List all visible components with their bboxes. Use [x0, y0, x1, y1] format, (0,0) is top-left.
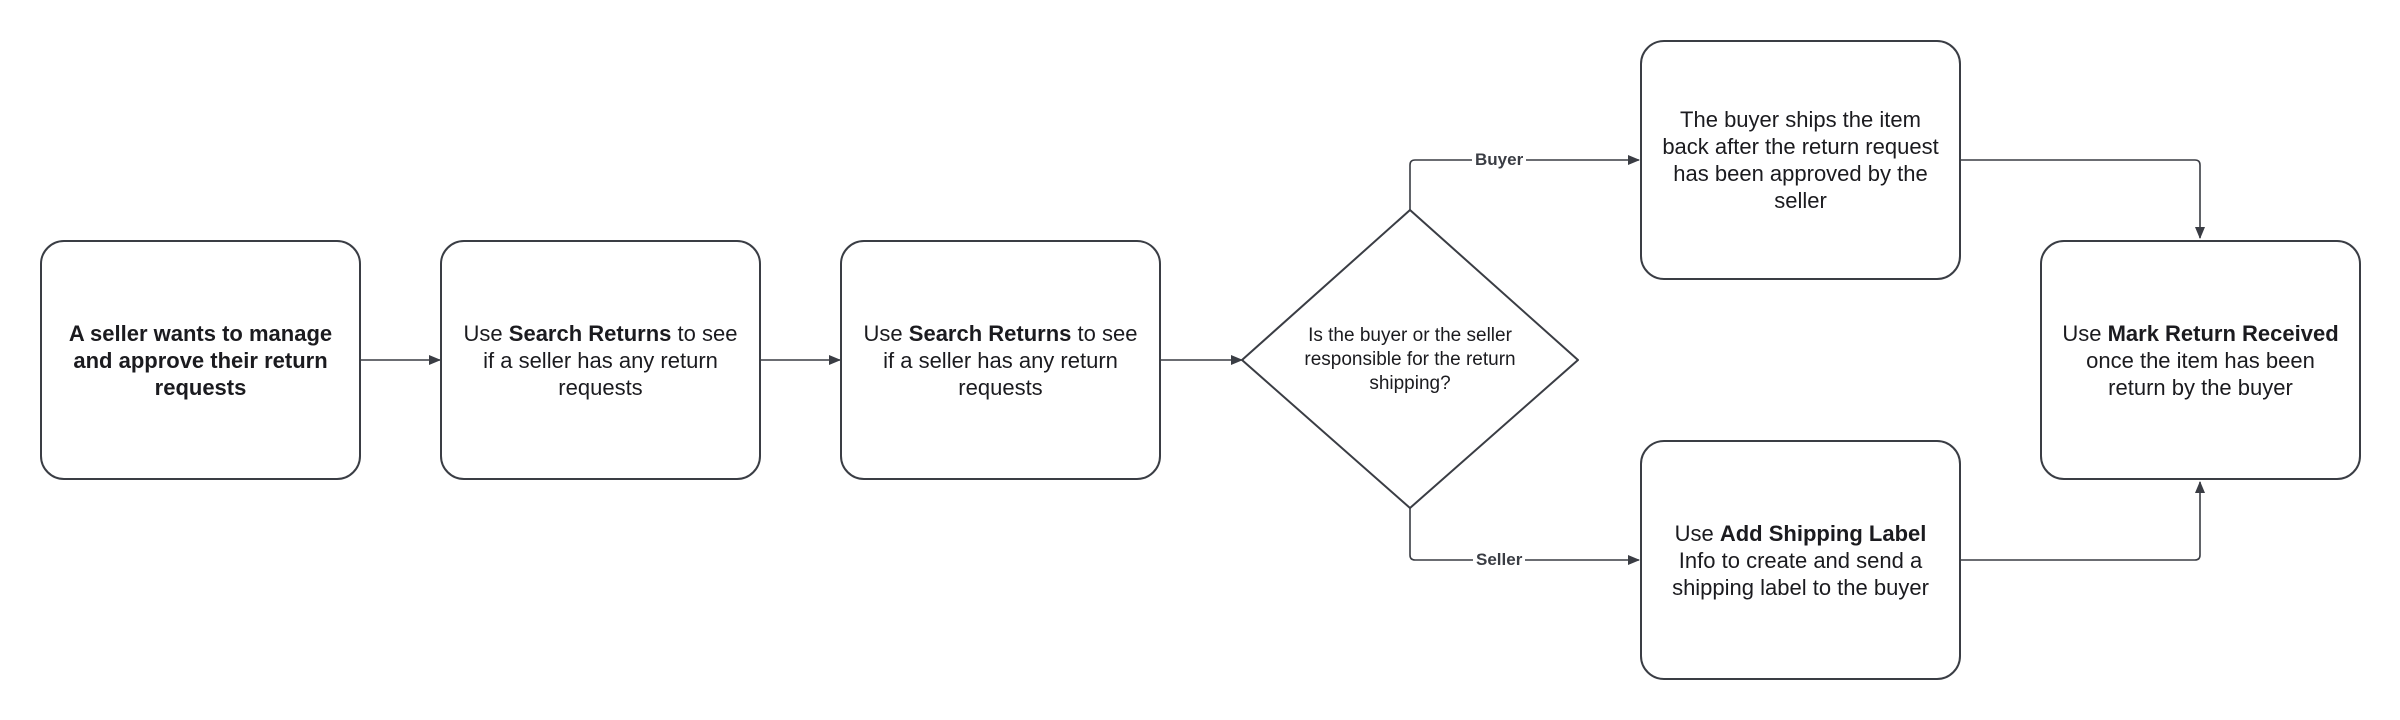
- node-search-returns-2-prefix: Use: [863, 320, 909, 346]
- node-mark-return-received-bold: Mark Return Received: [2107, 320, 2339, 346]
- node-add-shipping-label-suffix: Info to create and send a shipping label…: [1672, 547, 1929, 600]
- node-decision-text: Is the buyer or the seller responsible f…: [1304, 325, 1516, 394]
- edge-label-seller: Seller: [1473, 550, 1526, 570]
- node-buyer-ships: The buyer ships the item back after the …: [1640, 40, 1961, 280]
- node-add-shipping-label: Use Add Shipping Label Info to create an…: [1640, 440, 1961, 680]
- node-search-returns-2-bold: Search Returns: [908, 320, 1072, 346]
- node-add-shipping-label-prefix: Use: [1674, 520, 1720, 546]
- edge-decision-to-buyer-ships: [1409, 155, 1640, 210]
- node-mark-return-received-text: Use Mark Return Received once the item h…: [2060, 320, 2341, 401]
- node-mark-return-received-suffix: once the item has been return by the buy…: [2086, 347, 2315, 400]
- node-start: A seller wants to manage and approve the…: [40, 240, 361, 480]
- node-mark-return-received-prefix: Use: [2062, 320, 2108, 346]
- edge-buyer-ships-to-mark-received: [1961, 159, 2205, 239]
- node-add-shipping-label-text: Use Add Shipping Label Info to create an…: [1660, 520, 1941, 601]
- edge-label-buyer: Buyer: [1472, 150, 1527, 170]
- node-search-returns-2-text: Use Search Returns to see if a seller ha…: [860, 320, 1141, 401]
- node-start-text: A seller wants to manage and approve the…: [68, 320, 333, 400]
- node-mark-return-received: Use Mark Return Received once the item h…: [2040, 240, 2361, 480]
- node-add-shipping-label-bold: Add Shipping Label: [1719, 520, 1927, 546]
- node-search-returns-1-text: Use Search Returns to see if a seller ha…: [460, 320, 741, 401]
- edge-decision-to-add-label: [1409, 508, 1640, 565]
- node-buyer-ships-text: The buyer ships the item back after the …: [1662, 107, 1939, 213]
- node-search-returns-1-bold: Search Returns: [508, 320, 672, 346]
- node-search-returns-2-suffix: to see if a seller has any return reques…: [883, 320, 1138, 400]
- node-search-returns-1-suffix: to see if a seller has any return reques…: [483, 320, 738, 400]
- node-search-returns-1-prefix: Use: [463, 320, 509, 346]
- edge-add-label-to-mark-received: [1961, 481, 2205, 561]
- node-search-returns-2: Use Search Returns to see if a seller ha…: [840, 240, 1161, 480]
- node-search-returns-1: Use Search Returns to see if a seller ha…: [440, 240, 761, 480]
